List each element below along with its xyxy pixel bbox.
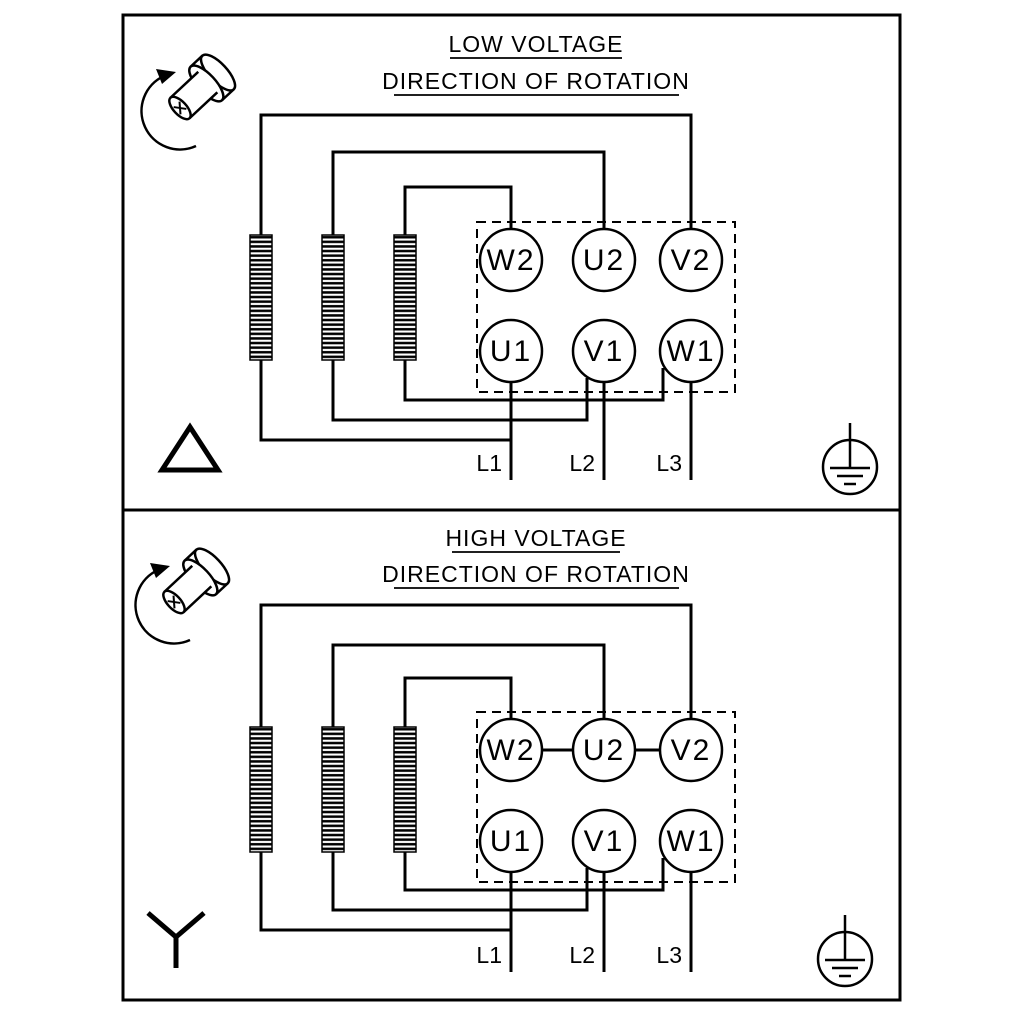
- terminal-circle: [658, 227, 724, 293]
- wire-u2-coil2-v1: [331, 150, 606, 422]
- terminal-circle: [658, 318, 724, 384]
- terminal-label: U2: [583, 734, 625, 767]
- terminal-u2: U2: [571, 717, 637, 783]
- supply-line-label-l1: L1: [476, 942, 502, 968]
- supply-line-label-l2: L2: [569, 450, 595, 476]
- winding-coil-1: [249, 726, 273, 853]
- terminal-circle: [571, 717, 637, 783]
- panel-subtitle: DIRECTION OF ROTATION: [382, 68, 690, 94]
- terminal-label: V2: [671, 244, 712, 277]
- terminal-circle: [478, 717, 544, 783]
- supply-line-label-l1: L1: [476, 450, 502, 476]
- terminal-label: V1: [584, 825, 625, 858]
- terminal-v2: V2: [658, 227, 724, 293]
- terminal-label: U2: [583, 244, 625, 277]
- terminal-label: W2: [487, 734, 536, 767]
- terminal-circle: [571, 318, 637, 384]
- panel-low-voltage: LOW VOLTAGE DIRECTION OF ROTATION W2 U2: [121, 13, 902, 512]
- terminal-box: [476, 711, 736, 883]
- wire-u2-coil2-v1: [331, 643, 606, 912]
- rotation-direction-icon: [134, 542, 236, 645]
- supply-line-label-l2: L2: [569, 942, 595, 968]
- terminal-circle: [571, 808, 637, 874]
- terminal-w1: W1: [658, 318, 724, 384]
- supply-line-label-l3: L3: [656, 450, 682, 476]
- terminal-label: U1: [490, 825, 532, 858]
- ground-icon: [816, 913, 874, 988]
- terminal-circle: [478, 808, 544, 874]
- winding-coil-1: [249, 234, 273, 361]
- terminal-u1: U1: [478, 808, 544, 874]
- panel-title: HIGH VOLTAGE: [445, 525, 626, 551]
- winding-coil-3: [393, 726, 417, 853]
- terminal-w1: W1: [658, 808, 724, 874]
- delta-symbol: [157, 422, 223, 473]
- terminal-circle: [658, 717, 724, 783]
- terminal-circle: [658, 808, 724, 874]
- terminal-label: W1: [667, 335, 716, 368]
- terminal-circle: [571, 227, 637, 293]
- terminal-v1: V1: [571, 318, 637, 384]
- terminal-u1: U1: [478, 318, 544, 384]
- terminal-v2: V2: [658, 717, 724, 783]
- terminal-v1: V1: [571, 808, 637, 874]
- terminal-label: V2: [671, 734, 712, 767]
- supply-line-label-l3: L3: [656, 942, 682, 968]
- terminal-label: U1: [490, 335, 532, 368]
- panel-subtitle: DIRECTION OF ROTATION: [382, 561, 690, 587]
- rotation-direction-icon: [140, 48, 242, 151]
- terminal-circle: [478, 227, 544, 293]
- panel-title: LOW VOLTAGE: [448, 31, 623, 57]
- terminal-label: W1: [667, 825, 716, 858]
- terminal-u2: U2: [571, 227, 637, 293]
- terminal-w2: W2: [478, 227, 544, 293]
- wire-v2-coil1-u1: [259, 603, 693, 932]
- winding-coil-2: [321, 726, 345, 853]
- terminal-w2: W2: [478, 717, 544, 783]
- star-symbol: [146, 911, 206, 968]
- ground-icon: [821, 421, 879, 496]
- terminal-label: W2: [487, 244, 536, 277]
- wire-v2-coil1-u1: [259, 113, 693, 442]
- winding-coil-3: [393, 234, 417, 361]
- winding-coil-2: [321, 234, 345, 361]
- terminal-label: V1: [584, 335, 625, 368]
- panel-border: [121, 508, 902, 1002]
- terminal-circle: [478, 318, 544, 384]
- panel-high-voltage: HIGH VOLTAGE DIRECTION OF ROTATION W2 U2: [121, 508, 902, 1002]
- terminal-box: [476, 221, 736, 393]
